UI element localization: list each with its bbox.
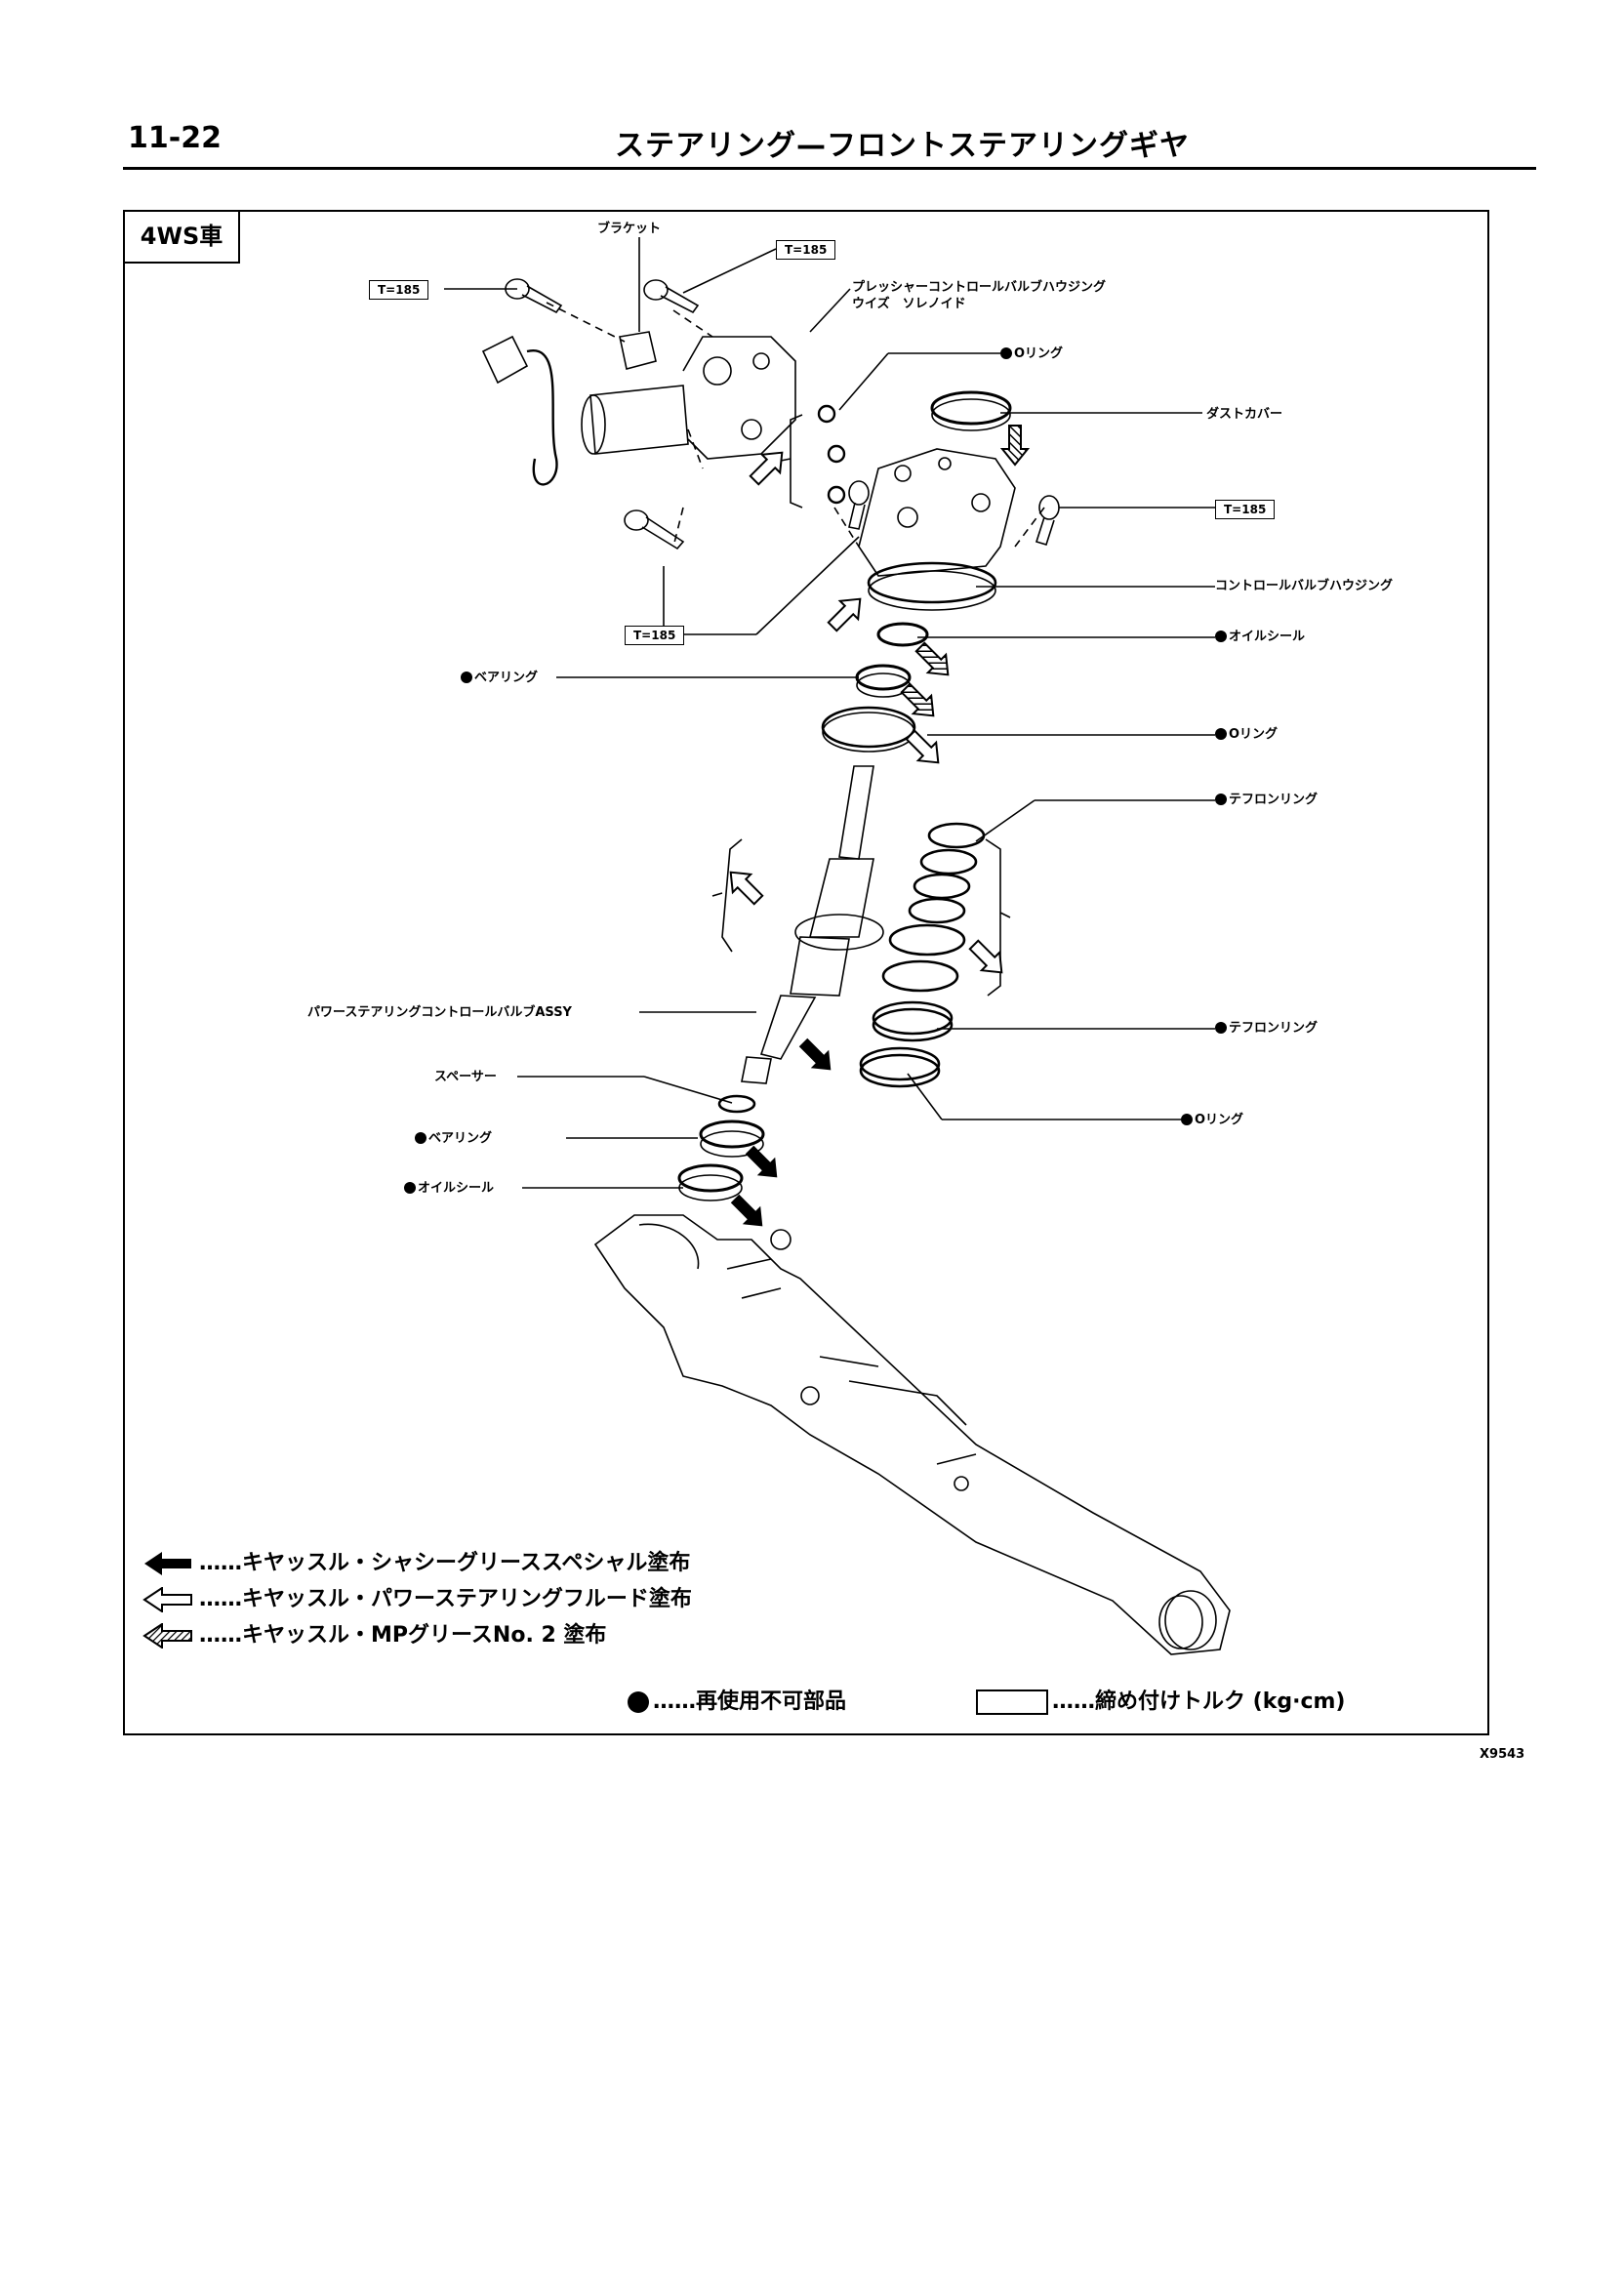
non-reusable-dot	[1215, 1022, 1227, 1034]
torque-box-icon	[976, 1690, 1048, 1715]
label-bearing-lower: ベアリング	[415, 1131, 492, 1146]
footnote-torque-text: ……締め付けトルク (kg·cm)	[1052, 1690, 1346, 1714]
non-reusable-dot	[1215, 794, 1227, 805]
legend-black-arrow: ……キヤッスル・シャシーグリーススペシャル塗布	[142, 1549, 690, 1578]
footnote-non-reusable: ……再使用不可部品	[628, 1688, 846, 1717]
bracket-part	[619, 331, 657, 370]
label-o-ring-mid: Oリング	[1215, 727, 1278, 742]
label-pcv-housing-1: プレッシャーコントロールバルブハウジング	[852, 280, 1107, 295]
non-reusable-dot	[1000, 347, 1012, 359]
legend-hatched-arrow: ……キヤッスル・MPグリースNo. 2 塗布	[142, 1621, 606, 1650]
torque-box-right: T=185	[1215, 500, 1276, 519]
label-control-valve-assy: パワーステアリングコントロールバルブASSY	[307, 1005, 572, 1020]
non-reusable-dot	[404, 1182, 416, 1194]
header-rule	[123, 167, 1536, 170]
label-dust-cover: ダストカバー	[1206, 407, 1283, 422]
non-reusable-dot	[1181, 1114, 1193, 1125]
bolt-lower	[624, 509, 685, 550]
legend-black-arrow-text: ……キヤッスル・シャシーグリーススペシャル塗布	[199, 1551, 691, 1575]
non-reusable-dot	[1215, 728, 1227, 740]
label-control-valve-housing: コントロールバルブハウジング	[1215, 579, 1394, 593]
teflon-ring-top-text: テフロンリング	[1229, 793, 1319, 807]
label-o-ring-top: Oリング	[1000, 346, 1063, 361]
bearing-lower-text: ベアリング	[428, 1131, 493, 1146]
torque-box-left: T=185	[369, 280, 429, 300]
teflon-ring-bottom-text: テフロンリング	[1229, 1021, 1319, 1036]
bolt-housing	[848, 480, 870, 530]
non-reusable-dot	[1215, 631, 1227, 642]
label-oil-seal-lower: オイルシール	[404, 1181, 494, 1196]
torque-box-bottom: T=185	[625, 626, 685, 645]
non-reusable-dot-icon	[628, 1691, 649, 1713]
legend-white-arrow: ……キヤッスル・パワーステアリングフルード塗布	[142, 1585, 692, 1614]
bearing-upper-text: ベアリング	[474, 671, 539, 685]
black-arrow-icon	[144, 1552, 191, 1575]
page-number: 11-22	[128, 121, 222, 155]
label-teflon-ring-top: テフロンリング	[1215, 793, 1318, 807]
torque-box-top: T=185	[776, 240, 836, 260]
label-teflon-ring-bottom: テフロンリング	[1215, 1021, 1318, 1036]
bolt-top	[643, 279, 700, 314]
page-title: ステアリング—フロントステアリングギヤ	[615, 129, 1190, 163]
white-arrow-icon	[142, 1586, 192, 1613]
footnote-torque: ……締め付けトルク (kg·cm)	[976, 1688, 1345, 1717]
label-bearing-upper: ベアリング	[461, 671, 538, 685]
oil-seal-upper-text: オイルシール	[1229, 630, 1306, 644]
o-ring-mid-text: Oリング	[1229, 727, 1279, 742]
label-o-ring-bottom: Oリング	[1181, 1113, 1243, 1127]
figure-code: X9543	[1480, 1747, 1525, 1762]
oil-seal-lower-text: オイルシール	[418, 1181, 495, 1196]
hatched-arrow-icon	[142, 1622, 192, 1649]
label-pcv-housing-2: ウイズ ソレノイド	[852, 297, 966, 311]
label-oil-seal-upper: オイルシール	[1215, 630, 1305, 644]
o-ring-top-text: Oリング	[1014, 346, 1064, 361]
bolt-left	[505, 278, 563, 314]
label-spacer: スペーサー	[434, 1070, 497, 1084]
variant-label: 4WS車	[125, 212, 240, 264]
legend-white-arrow-text: ……キヤッスル・パワーステアリングフルード塗布	[199, 1587, 692, 1611]
footnote-non-reusable-text: ……再使用不可部品	[653, 1690, 847, 1714]
legend-hatched-arrow-text: ……キヤッスル・MPグリースNo. 2 塗布	[199, 1623, 607, 1648]
non-reusable-dot	[415, 1132, 426, 1144]
bolt-right	[1035, 495, 1060, 546]
non-reusable-dot	[461, 672, 472, 683]
label-bracket: ブラケット	[597, 222, 662, 236]
o-ring-bottom-text: Oリング	[1195, 1113, 1244, 1127]
diagram-frame	[123, 210, 1489, 1735]
